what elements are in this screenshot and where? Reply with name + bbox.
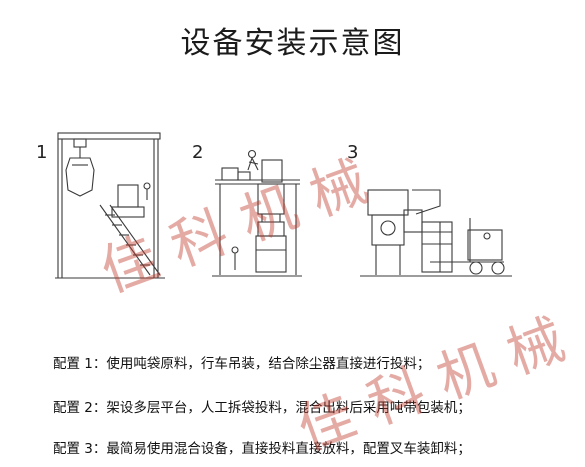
- panel-number-1: 1: [36, 142, 48, 163]
- panel-1-crane-setup: [55, 132, 165, 279]
- panel-3-forklift-setup: [360, 189, 512, 277]
- panel-2-platform-setup: [212, 149, 302, 277]
- config-line-3: 配置 3：最简易使用混合设备，直接投料直接放料，配置叉车装卸料；: [53, 441, 471, 457]
- config-line-1: 配置 1：使用吨袋原料，行车吊装，结合除尘器直接进行投料；: [53, 356, 431, 372]
- config-line-2: 配置 2：架设多层平台，人工拆袋投料，混合出料后采用吨带包装机；: [53, 400, 471, 416]
- panel-number-3: 3: [347, 142, 359, 163]
- page-title: 设备安装示意图: [180, 26, 405, 61]
- panel-number-2: 2: [192, 142, 204, 163]
- installation-diagram: [55, 132, 512, 279]
